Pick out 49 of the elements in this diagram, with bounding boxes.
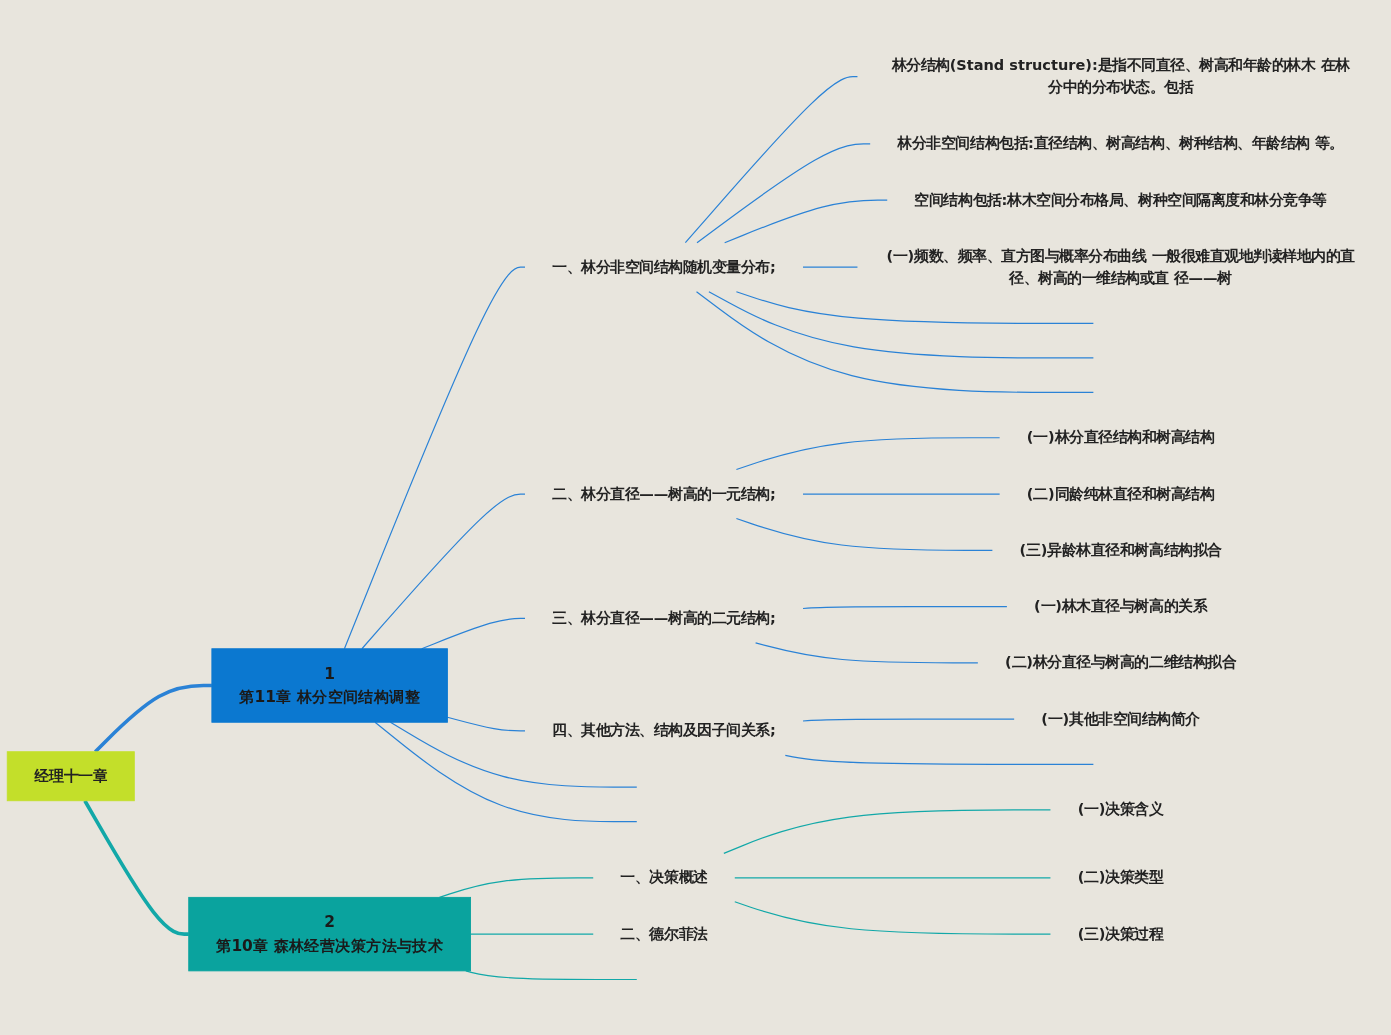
- connector: [94, 684, 212, 754]
- node-box: 1 第11章 林分空间结构调整: [211, 648, 448, 723]
- node-box: 2 第10章 森林经营决策方法与技术: [188, 897, 471, 972]
- connector: [361, 493, 526, 650]
- node-text: 林分非空间结构包括:直径结构、树高结构、树种结构、年龄结构 等。: [897, 135, 1344, 153]
- connector: [696, 143, 871, 244]
- connector: [708, 291, 1094, 359]
- node-text: 二、德尔菲法: [620, 925, 708, 943]
- connector: [723, 809, 1052, 855]
- connector: [446, 717, 526, 732]
- node-text: 空间结构包括:林木空间分布格局、树种空间隔离度和林分竞争等: [914, 191, 1327, 209]
- connector: [734, 901, 1052, 935]
- connector: [469, 933, 594, 935]
- connector: [802, 606, 1008, 610]
- connector: [735, 518, 993, 552]
- connector: [684, 76, 859, 244]
- connector: [802, 266, 859, 269]
- connector: [784, 755, 1094, 766]
- connector: [724, 199, 888, 244]
- connector: [755, 642, 979, 664]
- connector: [734, 877, 1052, 879]
- node-text: (二)决策类型: [1077, 869, 1164, 887]
- node-text: 四、其他方法、结构及因子间关系;: [552, 722, 776, 740]
- connector: [343, 266, 526, 650]
- connector: [389, 721, 638, 789]
- connector: [802, 718, 1015, 722]
- node-text: (一)决策含义: [1077, 801, 1164, 819]
- connector: [695, 291, 1094, 394]
- node-text: (一)频数、频率、直方图与概率分布曲线 一般很难直观地判读样地内的直径、树高的一维结构或直 径——树: [886, 247, 1355, 287]
- node-text: 一、林分非空间结构随机变量分布;: [552, 258, 776, 276]
- node-text: (二)林分直径与树高的二维结构拟合: [1005, 654, 1237, 672]
- node-text: (三)决策过程: [1077, 925, 1164, 943]
- node-box: 经理十一章: [6, 751, 135, 802]
- node-text: 三、林分直径——树高的二元结构;: [552, 609, 776, 627]
- node-text: 一、决策概述: [620, 869, 708, 887]
- connector: [83, 800, 189, 937]
- connector: [421, 618, 526, 650]
- connector: [735, 437, 1001, 471]
- connector: [374, 721, 638, 823]
- node-text: 二、林分直径——树高的一元结构;: [552, 485, 776, 503]
- connector: [735, 291, 1094, 325]
- node-text: (三)异龄林直径和树高结构拟合: [1019, 541, 1222, 559]
- node-text: (一)林木直径与树高的关系: [1034, 597, 1208, 616]
- connector: [438, 877, 594, 899]
- node-text: (一)其他非空间结构简介: [1041, 710, 1200, 728]
- connector: [802, 493, 1001, 495]
- node-text: (二)同龄纯林直径和树高结构: [1026, 485, 1215, 503]
- node-text: 林分结构(Stand structure):是指不同直径、树高和年龄的林木 在林分中的分布状态。包括: [891, 57, 1350, 97]
- node-text: (一)林分直径结构和树高结构: [1026, 429, 1215, 447]
